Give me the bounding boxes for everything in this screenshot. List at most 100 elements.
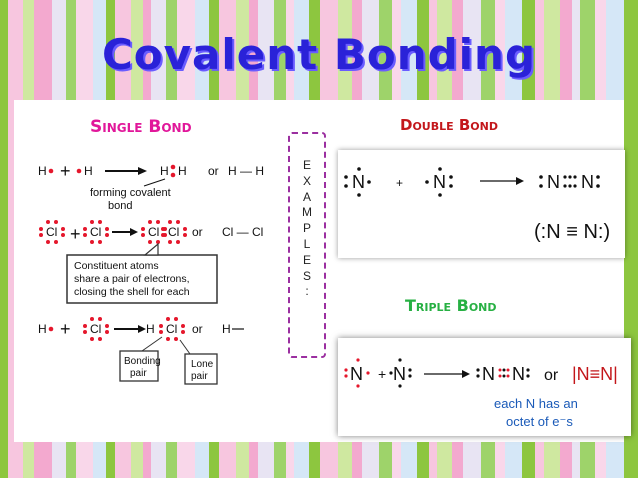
- n2-structural-formula: (:N ≡ N:): [534, 221, 610, 243]
- electron-dot: [61, 233, 65, 237]
- triple-bond-heading: Triple Bond: [405, 296, 497, 315]
- electron-dot: [83, 324, 87, 328]
- electron-dot: [39, 227, 43, 231]
- electron-dot: [39, 233, 43, 237]
- h-atom: H: [222, 322, 231, 336]
- electron-dot: [54, 240, 58, 244]
- electron-dot: [159, 330, 163, 334]
- electron-dot: [183, 233, 187, 237]
- electron-dot: [181, 324, 185, 328]
- octet-note-line2: octet of e⁻s: [506, 414, 573, 429]
- single-bond-heading: Single Bond: [90, 117, 192, 137]
- electron-dot: [98, 337, 102, 341]
- cl2-structural: Cl — Cl: [222, 225, 263, 239]
- cl-atom: Cl: [90, 225, 101, 239]
- examples-letter: E: [302, 158, 311, 172]
- electron-dot: [148, 220, 152, 224]
- electron-dot: [156, 220, 160, 224]
- n-atom: N: [512, 364, 525, 384]
- electron-dot: [174, 337, 178, 341]
- h-atom: H: [146, 322, 155, 336]
- electron-dot: [98, 317, 102, 321]
- forming-note-line1: forming covalent: [90, 187, 171, 199]
- cl-atom: Cl: [46, 225, 57, 239]
- n-atom: N: [547, 172, 560, 192]
- electron-dot: [90, 317, 94, 321]
- n-atom: N: [581, 172, 594, 192]
- or-text: or: [208, 164, 219, 178]
- electron-dot: [90, 220, 94, 224]
- examples-letter: M: [302, 205, 312, 220]
- electron-dot: [174, 317, 178, 321]
- electron-dot: [168, 240, 172, 244]
- constituent-note-line3: closing the shell for each: [74, 286, 190, 298]
- examples-letter: P: [302, 221, 311, 236]
- n-atom: N: [433, 172, 446, 192]
- double-bond-heading: Double Bond: [400, 116, 498, 134]
- electron-dot: [161, 227, 165, 231]
- electron-dot: [176, 220, 180, 224]
- electron-dot: [156, 240, 160, 244]
- electron-dot: [105, 227, 109, 231]
- plus-sign: +: [60, 319, 71, 339]
- or-text: or: [544, 367, 559, 384]
- cl2-equation: Cl Cl Cl Cl: [39, 220, 187, 244]
- examples-letter: :: [305, 284, 309, 299]
- electron-dot: [181, 330, 185, 334]
- electron-dot: [166, 337, 170, 341]
- or-text: or: [192, 225, 203, 239]
- electron-dot: [166, 317, 170, 321]
- cl-atom: Cl: [90, 322, 101, 336]
- electron-dot: [105, 233, 109, 237]
- electron-dot: [46, 240, 50, 244]
- h-atom: H: [38, 164, 47, 178]
- electron-dot: [148, 240, 152, 244]
- electron-dot: [83, 330, 87, 334]
- double-bond-box: N + N N N (:N ≡ N:): [338, 150, 625, 258]
- electron-dot: [61, 227, 65, 231]
- electron-dot: [159, 324, 163, 328]
- electron-dot: [90, 240, 94, 244]
- forming-note-line2: bond: [108, 200, 132, 212]
- or-text: or: [192, 322, 203, 336]
- plus-sign: +: [396, 176, 403, 190]
- bonding-pair-line1: Bonding: [124, 356, 161, 367]
- cl-atom: Cl: [148, 225, 159, 239]
- electron-dot: [141, 227, 145, 231]
- plus-sign: +: [70, 224, 81, 244]
- n-atom: N: [350, 364, 363, 384]
- examples-letter: L: [303, 236, 311, 251]
- n-atom: N: [393, 364, 406, 384]
- cl-atom: Cl: [168, 225, 179, 239]
- electron-dot: [176, 240, 180, 244]
- electron-dot: [83, 233, 87, 237]
- examples-letter: X: [302, 173, 311, 188]
- single-bond-diagram: H + H H H or H — H forming covalent bond…: [38, 161, 264, 385]
- examples-letter: S: [302, 268, 311, 283]
- n2-line-formula: |N≡N|: [572, 364, 618, 384]
- h-atom: H: [160, 164, 169, 178]
- electron-dot: [141, 233, 145, 237]
- plus-sign: +: [378, 366, 386, 382]
- electron-dot: [105, 330, 109, 334]
- electron-dot: [46, 220, 50, 224]
- background-stripe: [0, 0, 8, 478]
- electron-dot: [90, 337, 94, 341]
- electron-dot: [168, 220, 172, 224]
- h-atom: H: [84, 164, 93, 178]
- n-atom: N: [352, 172, 365, 192]
- page-title: Covalent Bonding: [101, 30, 537, 79]
- electron-dot: [54, 220, 58, 224]
- lone-pair-line2: pair: [191, 371, 208, 382]
- electron-dot: [98, 240, 102, 244]
- electron-dot: [183, 227, 187, 231]
- lone-pair-line1: Lone: [191, 359, 214, 370]
- octet-note-line1: each N has an: [494, 396, 578, 411]
- electron-dot: [161, 233, 165, 237]
- plus-sign: +: [60, 161, 71, 181]
- electron-dot: [83, 227, 87, 231]
- n-atom: N: [482, 364, 495, 384]
- h2-structural: H — H: [228, 164, 264, 178]
